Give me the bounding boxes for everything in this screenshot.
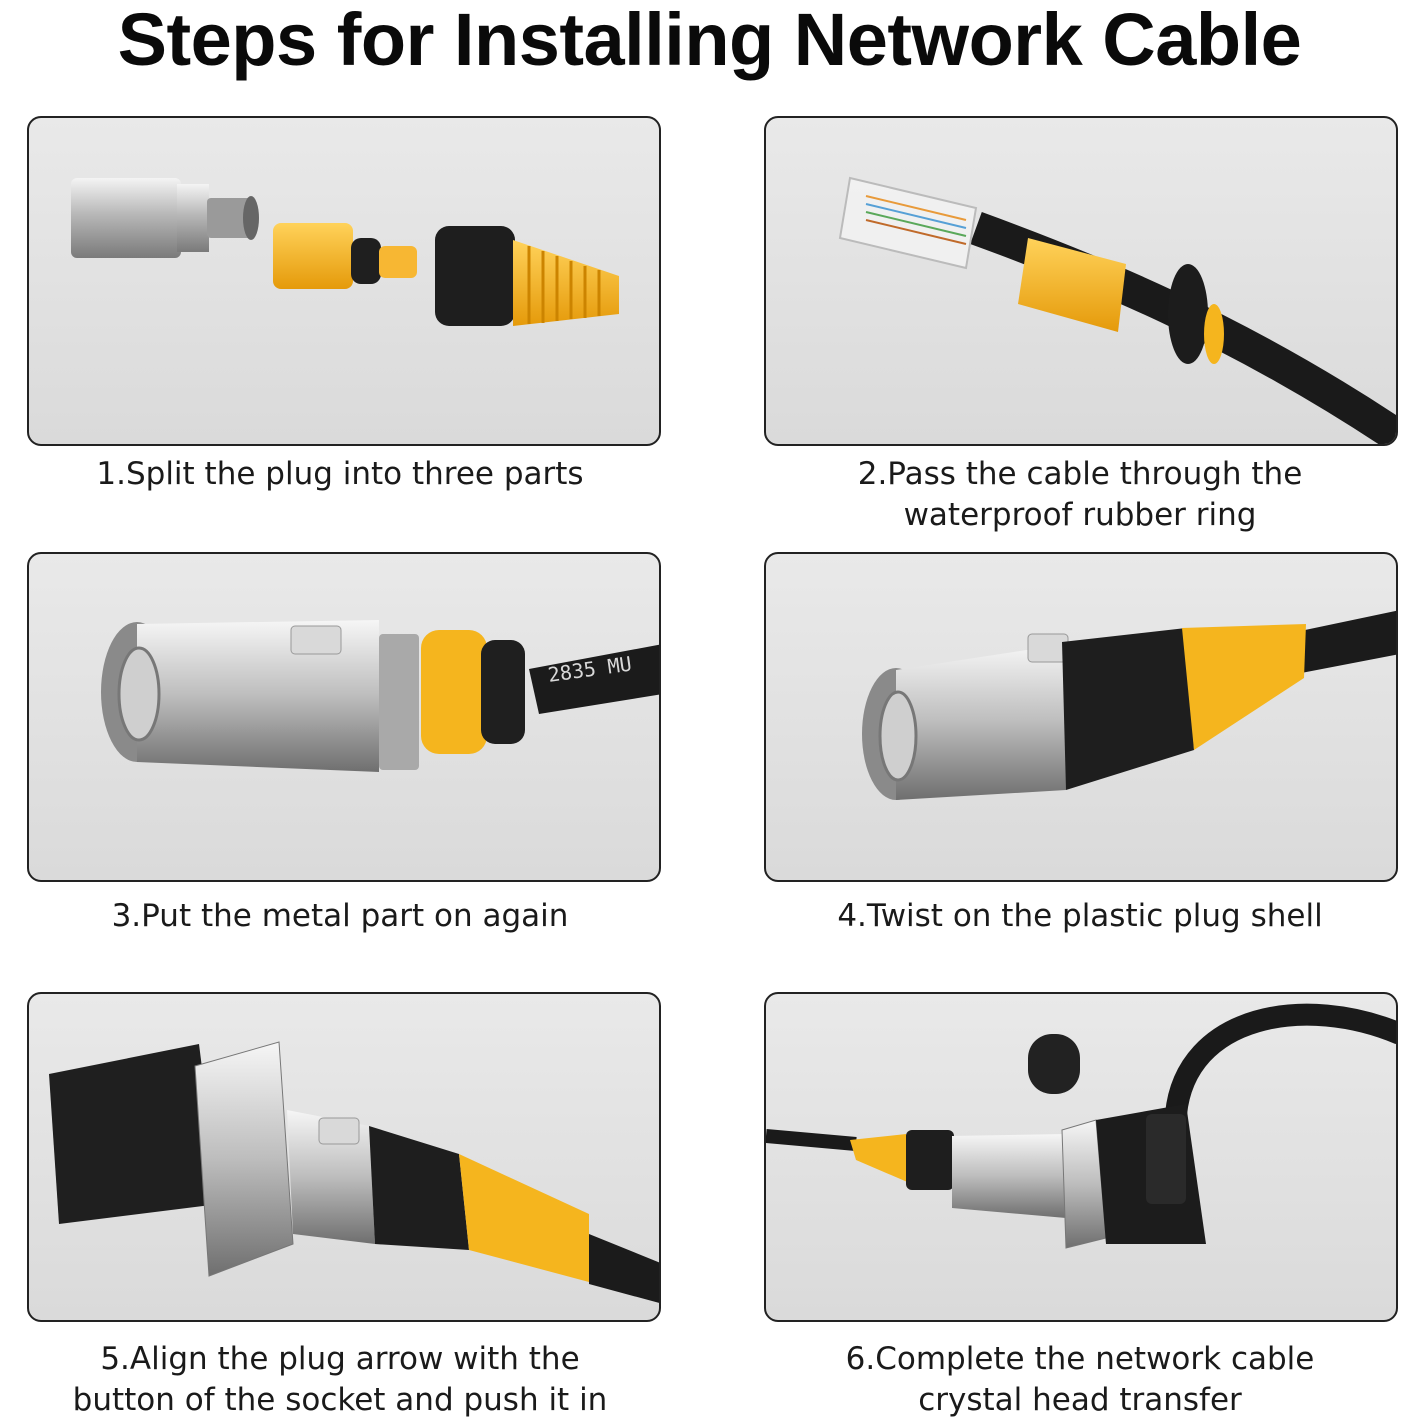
metal-mounting-plate (194, 1041, 294, 1277)
page-title: Steps for Installing Network Cable (117, 0, 1302, 81)
step-1-illustration (71, 178, 619, 326)
step-4-image-panel (764, 552, 1398, 882)
metal-plug-body (952, 1119, 1107, 1249)
yellow-rubber-ring-part (273, 223, 417, 289)
black-network-cable-top (1165, 1003, 1396, 1116)
step-4-caption: 4.Twist on the plastic plug shell (740, 896, 1419, 937)
step-5-caption: 5.Align the plug arrow with the button o… (0, 1339, 680, 1421)
step-6-caption-line-2: crystal head transfer (918, 1382, 1242, 1418)
step-5-image-panel (27, 992, 661, 1322)
step-6-illustration (766, 1003, 1396, 1249)
step-2-caption-line-1: 2.Pass the cable through the (857, 456, 1303, 492)
step-3-illustration: 2835 MU (101, 620, 659, 772)
step-5-caption-line-1: 5.Align the plug arrow with the (100, 1341, 580, 1377)
black-network-cable (1286, 610, 1396, 674)
step-4-illustration (862, 610, 1396, 800)
step-4-caption-line-1: 4.Twist on the plastic plug shell (837, 898, 1323, 934)
black-socket-with-cap (1028, 1034, 1206, 1244)
black-yellow-plug-shell (369, 1126, 589, 1282)
step-6-caption: 6.Complete the network cable crystal hea… (740, 1339, 1419, 1421)
step-2-image-panel (764, 116, 1398, 446)
yellow-rubber-ring (421, 630, 525, 754)
step-6-caption-line-1: 6.Complete the network cable (845, 1341, 1315, 1377)
black-network-cable (970, 212, 1396, 444)
metal-plug-body (287, 1110, 375, 1244)
metal-plug-body (862, 633, 1069, 800)
metal-plug-body (101, 620, 419, 772)
black-network-cable (589, 1234, 659, 1303)
step-5-illustration (49, 1041, 659, 1303)
step-2-caption: 2.Pass the cable through the waterproof … (740, 454, 1419, 536)
step-3-image-panel: 2835 MU (27, 552, 661, 882)
metal-connector-body (71, 178, 259, 258)
step-5-caption-line-2: button of the socket and push it in (72, 1382, 608, 1418)
step-1-caption-line-1: 1.Split the plug into three parts (96, 456, 584, 492)
step-1-caption: 1.Split the plug into three parts (0, 454, 680, 495)
rj45-crystal-head (838, 176, 978, 270)
step-6-image-panel (764, 992, 1398, 1322)
black-network-cable (529, 644, 659, 714)
yellow-plug-tail (850, 1130, 954, 1190)
black-socket (49, 1044, 219, 1224)
yellow-waterproof-ring (1018, 238, 1224, 364)
step-3-caption-line-1: 3.Put the metal part on again (111, 898, 569, 934)
step-3-caption: 3.Put the metal part on again (0, 896, 680, 937)
black-network-cable (766, 1129, 857, 1151)
black-yellow-plug-shell (1062, 624, 1306, 790)
step-2-illustration (838, 176, 1396, 444)
step-1-image-panel (27, 116, 661, 446)
step-2-caption-line-2: waterproof rubber ring (903, 497, 1257, 533)
black-yellow-plug-shell (435, 226, 619, 326)
